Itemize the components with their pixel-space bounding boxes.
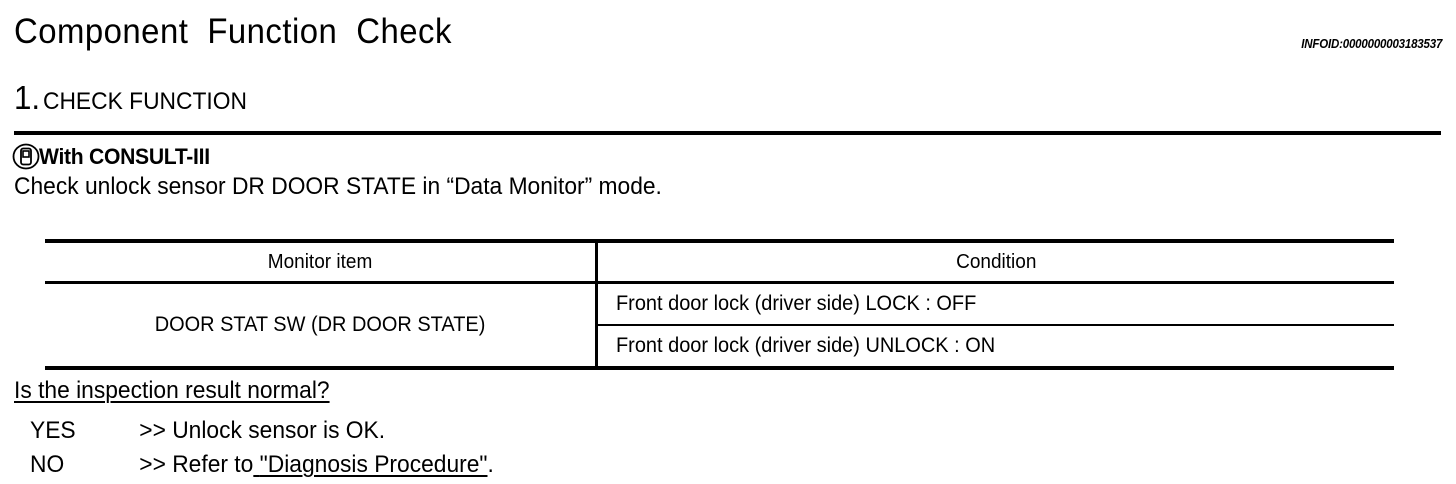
step-label: CHECK FUNCTION <box>42 88 247 115</box>
answer-arrow-no: >> <box>139 451 166 478</box>
table-header-separator <box>45 281 1394 284</box>
answer-key-yes: YES <box>30 417 76 444</box>
inspection-result-question: Is the inspection result normal? <box>14 377 330 404</box>
answer-text-no: Refer to <box>172 451 254 478</box>
consult-description: Check unlock sensor DR DOOR STATE in “Da… <box>14 173 662 200</box>
table-row: DOOR STAT SW (DR DOOR STATE) <box>45 284 595 366</box>
table-cell-condition-unlock: Front door lock (driver side) UNLOCK : O… <box>598 326 1412 366</box>
answer-value-yes: >> Unlock sensor is OK. <box>139 414 385 448</box>
answer-list: YES >> Unlock sensor is OK. NO >> Refer … <box>30 414 518 482</box>
table-header-monitor-item-text: Monitor item <box>267 250 373 273</box>
step-number: 1. <box>14 79 41 116</box>
answer-key-no: NO <box>30 451 65 478</box>
consult-tool-icon <box>12 143 40 170</box>
answer-value-no: >> Refer to "Diagnosis Procedure". <box>139 448 494 482</box>
title-row: Component Function Check INFOID:00000000… <box>14 10 1442 56</box>
consult-heading-line: With CONSULT-III <box>12 143 217 170</box>
table-cell-condition-lock: Front door lock (driver side) LOCK : OFF <box>598 284 1412 324</box>
table-cell-condition-lock-text: Front door lock (driver side) LOCK : OFF <box>616 292 977 315</box>
table-cell-condition-unlock-text: Front door lock (driver side) UNLOCK : O… <box>616 334 996 357</box>
answer-row-yes: YES >> Unlock sensor is OK. <box>30 414 494 448</box>
answer-text-yes: Unlock sensor is OK. <box>172 417 386 444</box>
table-header-monitor-item: Monitor item <box>45 243 595 281</box>
section-divider-rule <box>14 131 1441 135</box>
step-heading: 1. CHECK FUNCTION <box>14 80 257 120</box>
table-header-condition-text: Condition <box>955 250 1037 273</box>
monitor-condition-table: Monitor item Condition DOOR STAT SW (DR … <box>45 239 1394 370</box>
table-bottom-border <box>45 366 1394 370</box>
table-top-border <box>45 239 1394 243</box>
answer-arrow-yes: >> <box>139 417 166 444</box>
answer-tail-no: . <box>487 451 494 478</box>
infoid-label: INFOID:0000000003183537 <box>1301 37 1442 51</box>
diagnosis-procedure-link[interactable]: "Diagnosis Procedure" <box>259 451 488 478</box>
page-title: Component Function Check <box>14 12 452 51</box>
consult-heading-text: With CONSULT-III <box>39 143 210 169</box>
table-cell-monitor-item: DOOR STAT SW (DR DOOR STATE) <box>154 313 486 336</box>
table-row-separator <box>595 324 1394 326</box>
table-header-condition: Condition <box>598 243 1394 281</box>
table-column-divider <box>595 239 598 370</box>
answer-row-no: NO >> Refer to "Diagnosis Procedure". <box>30 448 494 482</box>
